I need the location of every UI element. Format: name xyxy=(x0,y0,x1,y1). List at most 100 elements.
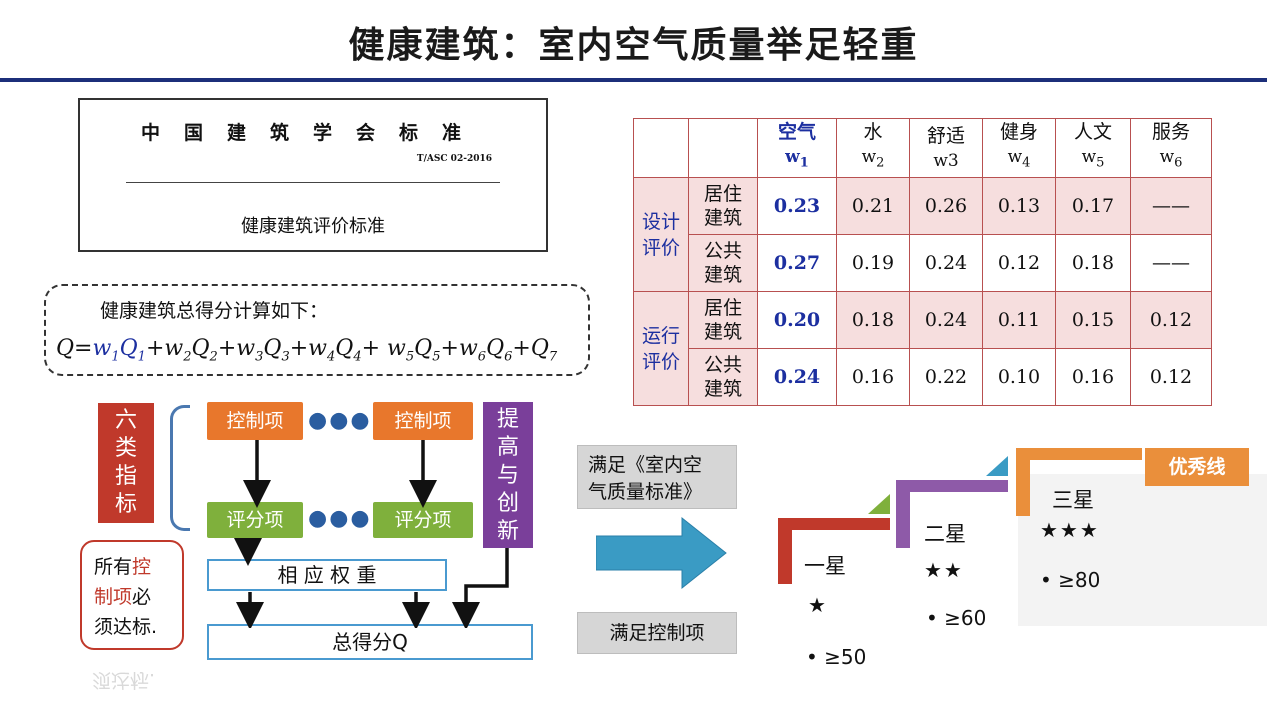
arrow-elbow xyxy=(452,548,509,628)
control-item-box-1: 控制项 xyxy=(207,402,303,440)
level-three-name: 三星 xyxy=(1052,488,1094,512)
level-two-req: • ≥60 xyxy=(926,606,987,630)
standard-org: 中国建筑学会标准 xyxy=(140,122,485,144)
note-reflection: 须达标. xyxy=(92,669,156,691)
control-item-box-2: 控制项 xyxy=(373,402,473,440)
table-cell: 0.12 xyxy=(1130,291,1212,349)
table-cell: —— xyxy=(1130,177,1212,235)
table-cell: —— xyxy=(1130,234,1212,292)
rating-staircase xyxy=(778,448,1142,584)
table-cell: 0.24 xyxy=(909,234,983,292)
table-cell: 0.27 xyxy=(757,234,837,292)
table-cell: 0.16 xyxy=(1055,348,1131,406)
title-divider xyxy=(0,78,1267,82)
table-row: 设计评价 居住建筑 0.23 0.21 0.26 0.13 0.17 —— xyxy=(633,177,1212,292)
table-cell: 0.17 xyxy=(1055,177,1131,235)
table-cell: 0.23 xyxy=(757,177,837,235)
ellipsis-dots: ●●● xyxy=(308,408,372,433)
group-operation: 运行评价 xyxy=(633,291,689,406)
table-cell: 0.16 xyxy=(836,348,910,406)
table-corner-2 xyxy=(688,118,758,178)
note-text: 必 xyxy=(132,586,152,608)
six-char: 六 xyxy=(114,408,137,433)
six-char: 类 xyxy=(114,436,137,461)
group-design: 设计评价 xyxy=(633,177,689,292)
three-star-bar xyxy=(1016,448,1142,516)
level-three-stars: ★★★ xyxy=(1040,518,1100,542)
formula-intro: 健康建筑总得分计算如下： xyxy=(100,300,329,322)
row-type: 公共建筑 xyxy=(688,234,758,292)
table-cell: 0.24 xyxy=(757,348,837,406)
row-type: 居住建筑 xyxy=(688,291,758,349)
two-star-bar xyxy=(896,480,1008,548)
level-one-req: • ≥50 xyxy=(806,645,867,669)
table-corner xyxy=(633,118,689,178)
table-cell: 0.13 xyxy=(982,177,1056,235)
formula: Q=w1Q1+w2Q2+w3Q3+w4Q4+ w5Q5+w6Q6+Q7 xyxy=(56,336,558,365)
excellent-line-tag: 优秀线 xyxy=(1145,448,1249,486)
level-three-req: • ≥80 xyxy=(1040,568,1101,592)
improve-char: 与 xyxy=(496,463,519,488)
note-text-red: 制项 xyxy=(94,586,133,608)
table-cell: 0.12 xyxy=(1130,348,1212,406)
level-one-name: 一星 xyxy=(804,554,846,578)
score-item-box-1: 评分项 xyxy=(207,502,303,538)
table-cell: 0.22 xyxy=(909,348,983,406)
step-triangle xyxy=(986,456,1008,476)
table-cell: 0.11 xyxy=(982,291,1056,349)
table-cell: 0.21 xyxy=(836,177,910,235)
standard-divider xyxy=(126,182,500,183)
table-cell: 0.10 xyxy=(982,348,1056,406)
table-cell: 0.24 xyxy=(909,291,983,349)
improve-char: 创 xyxy=(496,491,519,516)
flow-arrows xyxy=(234,440,509,628)
standard-cover: 中国建筑学会标准 T/ASC 02-2016 健康建筑评价标准 xyxy=(78,98,548,252)
standard-code: T/ASC 02-2016 xyxy=(416,154,492,164)
improve-char: 新 xyxy=(496,519,519,544)
satisfy-standard-box: 满足《室内空 气质量标准》 xyxy=(577,445,737,509)
table-cell: 0.20 xyxy=(757,291,837,349)
level-two-stars: ★★ xyxy=(924,558,964,582)
table-row: 公共建筑 0.24 0.16 0.22 0.10 0.16 0.12 xyxy=(634,348,1212,406)
six-categories-box: 六 类 指 标 xyxy=(98,403,154,523)
bracket xyxy=(170,405,190,531)
standard-name: 健康建筑评价标准 xyxy=(241,216,385,237)
table-row: 运行评价 居住建筑 0.20 0.18 0.24 0.11 0.15 0.12 xyxy=(633,291,1212,406)
formula-box: 健康建筑总得分计算如下： Q=w1Q1+w2Q2+w3Q3+w4Q4+ w5Q5… xyxy=(44,284,590,376)
level-two-name: 二星 xyxy=(924,522,966,546)
table-cell: 0.26 xyxy=(909,177,983,235)
score-item-box-2: 评分项 xyxy=(373,502,473,538)
table-cell: 0.19 xyxy=(836,234,910,292)
table-cell: 0.18 xyxy=(1055,234,1131,292)
level-one-stars: ★ xyxy=(808,593,828,617)
satisfy-std-line: 气质量标准》 xyxy=(588,481,703,503)
note-text: 须达标. xyxy=(94,616,158,638)
improve-char: 提 xyxy=(496,407,519,432)
big-arrow xyxy=(596,516,727,590)
table-row: 公共建筑 0.27 0.19 0.24 0.12 0.18 —— xyxy=(634,234,1212,292)
table-cell: 0.18 xyxy=(836,291,910,349)
stair-background xyxy=(1018,474,1267,626)
must-meet-note: 所有控 制项必 须达标. xyxy=(80,540,184,650)
satisfy-control-box: 满足控制项 xyxy=(577,612,737,654)
improve-char: 高 xyxy=(496,435,519,460)
six-char: 指 xyxy=(114,464,137,489)
improve-innovate-box: 提 高 与 创 新 xyxy=(483,402,533,548)
table-cell: 0.15 xyxy=(1055,291,1131,349)
ellipsis-dots: ●●● xyxy=(308,506,372,531)
six-char: 标 xyxy=(114,492,137,517)
step-triangle xyxy=(868,494,890,514)
row-type: 居住建筑 xyxy=(688,177,758,235)
satisfy-std-line: 满足《室内空 xyxy=(588,454,703,476)
note-text: 所有 xyxy=(94,556,133,578)
total-score-box: 总得分Q xyxy=(207,624,533,660)
page-title: 健康建筑：室内空气质量举足轻重 xyxy=(348,25,919,66)
note-text-red: 控 xyxy=(132,556,152,578)
one-star-bar xyxy=(778,518,890,584)
